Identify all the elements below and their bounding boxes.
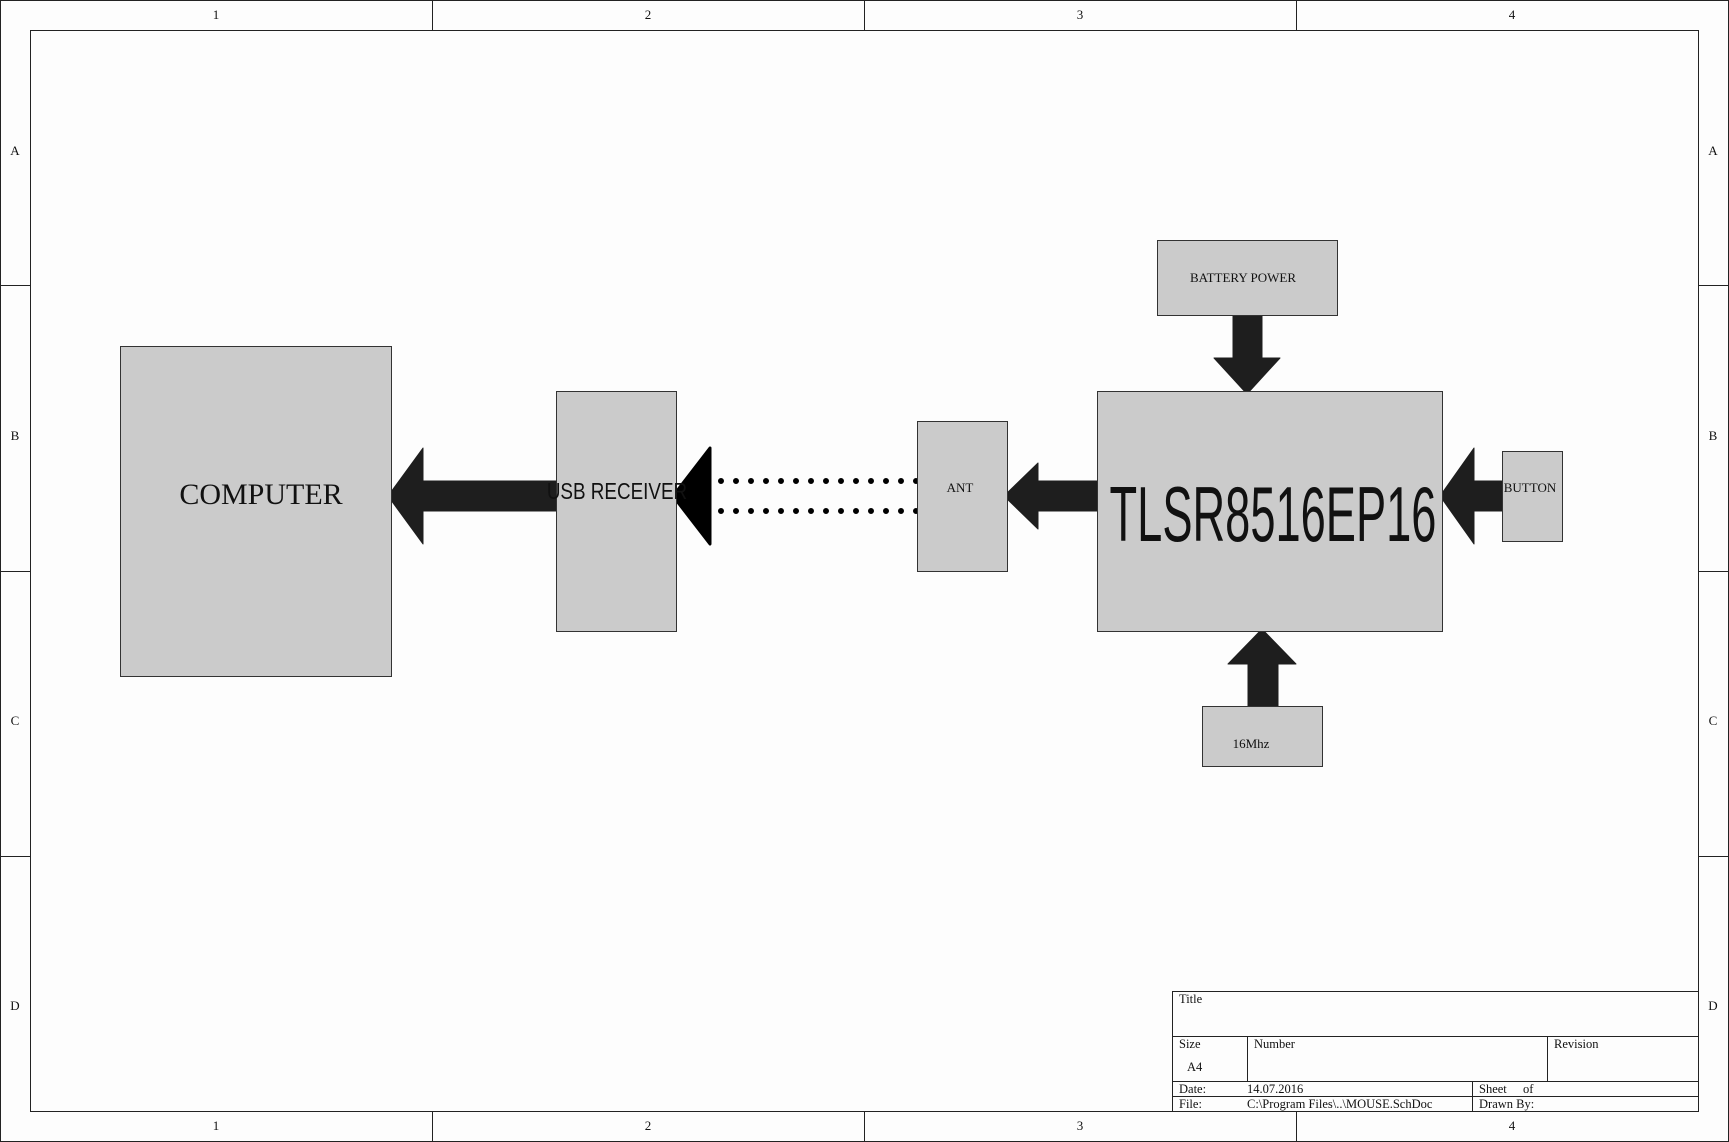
battery-block <box>1157 240 1338 316</box>
sheet-label: Sheet <box>1479 1082 1507 1096</box>
size-value: A4 <box>1187 1060 1203 1074</box>
arrow-button-to-chip <box>1439 447 1503 545</box>
column-label-top-3: 3 <box>1077 7 1084 22</box>
revision-label: Revision <box>1554 1037 1599 1051</box>
row-label-left-b: B <box>11 428 20 443</box>
row-label-left-d: D <box>10 998 19 1013</box>
column-label-top-2: 2 <box>645 7 652 22</box>
crystal-block <box>1202 706 1323 767</box>
chip-label: TLSR8516EP16 <box>1110 470 1437 558</box>
crystal-label: 16Mhz <box>1233 736 1270 751</box>
arrow-battery-to-chip <box>1213 315 1281 395</box>
row-label-right-c: C <box>1709 713 1718 728</box>
usb-receiver-label: USB RECEIVER <box>547 479 687 504</box>
arrow-crystal-to-chip <box>1227 628 1297 708</box>
column-label-top-1: 1 <box>213 7 220 22</box>
row-label-right-b: B <box>1709 428 1718 443</box>
ant-label: ANT <box>947 480 974 495</box>
battery-label: BATTERY POWER <box>1190 270 1296 285</box>
usb-receiver-block <box>556 391 677 632</box>
title-block <box>1172 991 1699 1112</box>
column-label-bottom-1: 1 <box>213 1118 220 1133</box>
file-label: File: <box>1179 1097 1202 1111</box>
button-label: BUTTON <box>1504 480 1557 495</box>
inner-frame <box>30 30 1699 1112</box>
column-dividers <box>432 0 1297 1142</box>
computer-block <box>120 346 392 677</box>
arrow-wireless-head <box>671 446 712 546</box>
column-label-bottom-3: 3 <box>1077 1118 1084 1133</box>
arrow-usb-to-computer <box>387 447 558 545</box>
row-label-left-c: C <box>11 713 20 728</box>
row-label-left-a: A <box>10 143 20 158</box>
row-dividers <box>0 285 1729 857</box>
date-value: 14.07.2016 <box>1247 1082 1303 1096</box>
column-label-top-4: 4 <box>1509 7 1516 22</box>
wireless-link-dots <box>718 478 921 514</box>
arrow-chip-to-ant <box>1003 462 1099 530</box>
ant-block <box>917 421 1008 572</box>
row-label-right-a: A <box>1708 143 1718 158</box>
title-label: Title <box>1179 992 1203 1006</box>
button-block <box>1502 451 1563 542</box>
column-label-bottom-2: 2 <box>645 1118 652 1133</box>
sheet-of-label: of <box>1523 1082 1534 1096</box>
drawn-by-label: Drawn By: <box>1479 1097 1534 1111</box>
file-value: C:\Program Files\..\MOUSE.SchDoc <box>1247 1097 1433 1111</box>
number-label: Number <box>1254 1037 1296 1051</box>
row-label-right-d: D <box>1708 998 1717 1013</box>
chip-block <box>1097 391 1443 632</box>
computer-label: COMPUTER <box>179 478 342 511</box>
date-label: Date: <box>1179 1082 1206 1096</box>
column-label-bottom-4: 4 <box>1509 1118 1516 1133</box>
size-label: Size <box>1179 1037 1201 1051</box>
